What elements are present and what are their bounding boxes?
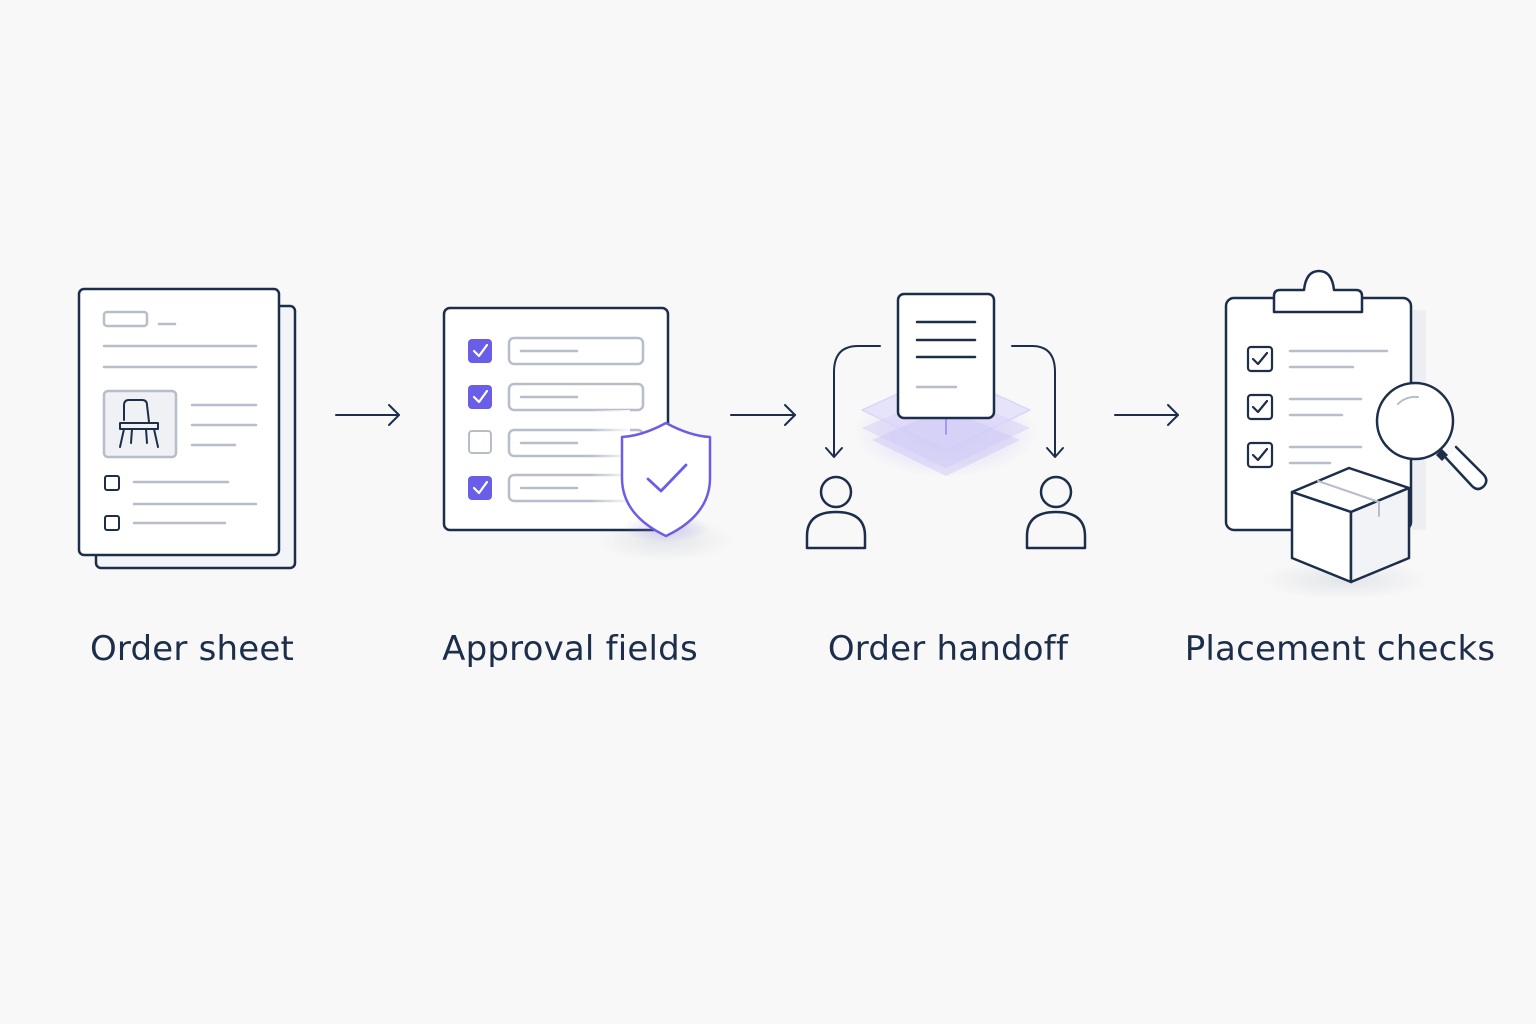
checkbox-checked-icon [1246, 393, 1274, 421]
order-sheet-icon [77, 287, 297, 570]
step-label-order-handoff: Order handoff [827, 629, 1069, 669]
magnifier-icon [1375, 381, 1488, 491]
document-handoff-people-icon [805, 292, 1087, 550]
approval-checklist-shield-icon [442, 306, 735, 562]
shield-check-icon [620, 421, 712, 542]
arrow-right-icon [335, 404, 400, 426]
checkbox-checked-icon [468, 385, 492, 409]
checkbox-checked-icon [1246, 441, 1274, 469]
package-box-icon [1290, 466, 1411, 584]
person-icon [805, 475, 867, 550]
arrow-right-icon [730, 404, 796, 426]
document-icon [896, 292, 996, 420]
curved-arrow-right-icon [1011, 345, 1064, 458]
checkbox-checked-icon [468, 476, 492, 500]
step-label-order-sheet: Order sheet [89, 629, 295, 669]
arrow-right-icon [1114, 404, 1179, 426]
checkbox-checked-icon [468, 339, 492, 363]
chair-icon [102, 389, 178, 459]
curved-arrow-left-icon [825, 345, 881, 458]
step-label-approval-fields: Approval fields [442, 629, 698, 669]
checkbox-checked-icon [1246, 345, 1274, 373]
step-label-placement-checks: Placement checks [1184, 629, 1496, 669]
person-icon [1025, 475, 1087, 550]
clipboard-box-magnifier-icon [1224, 269, 1488, 600]
